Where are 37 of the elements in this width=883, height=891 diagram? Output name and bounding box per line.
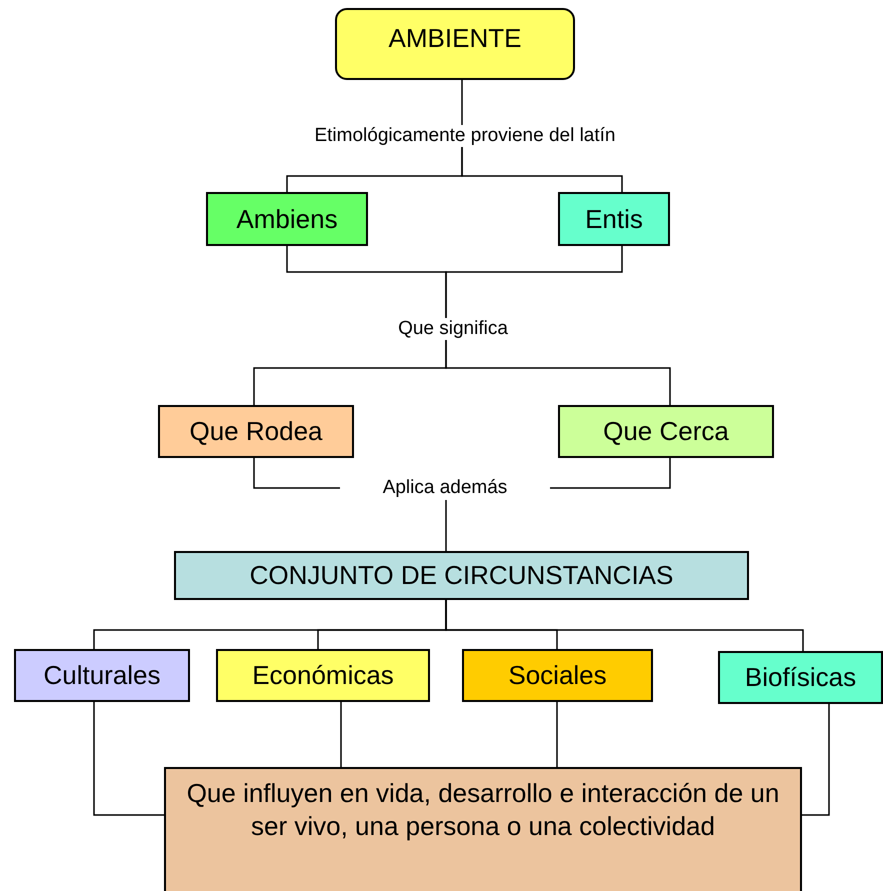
connector-line [461, 80, 463, 125]
process-box [216, 649, 430, 702]
process-box [558, 192, 670, 246]
node-label: Biofísicas [744, 661, 856, 694]
process-box [462, 649, 653, 702]
process-box [558, 405, 774, 458]
process-box [158, 405, 354, 458]
connector-line [340, 702, 342, 767]
process-box [174, 551, 749, 600]
connector-line [445, 500, 447, 551]
node-label: Económicas [252, 659, 394, 692]
process-box [718, 651, 883, 704]
node-label: Que Cerca [603, 415, 729, 448]
node-label: CONJUNTO DE CIRCUNSTANCIAS [250, 559, 674, 592]
process-box [14, 649, 190, 702]
connector-line [93, 702, 164, 816]
connector-line [253, 458, 340, 489]
node-label: AMBIENTE [388, 22, 522, 54]
node-label: Que Rodea [190, 415, 322, 448]
connector-line [445, 600, 804, 651]
node-label: Entis [585, 202, 643, 236]
connector-line [802, 704, 830, 816]
node-label: Ambiens [236, 202, 338, 236]
node-label: Culturales [43, 659, 161, 692]
process-box [164, 767, 802, 891]
process-box [206, 192, 368, 246]
node-label: Aplica además [382, 476, 508, 500]
node-label: Sociales [508, 659, 607, 692]
node-label: Etimológicamente proviene del latín [314, 124, 616, 148]
connector-line [556, 702, 558, 767]
connector-line [445, 246, 623, 318]
connector-line [461, 147, 623, 192]
connector-line [550, 458, 671, 489]
node-label: Que significa [398, 317, 508, 341]
connector-line [445, 340, 671, 405]
rounded-box [335, 8, 575, 80]
node-label: Que influyen en vida, desarrollo e interacción de un ser vivo, una persona o una colectividad [186, 777, 780, 842]
